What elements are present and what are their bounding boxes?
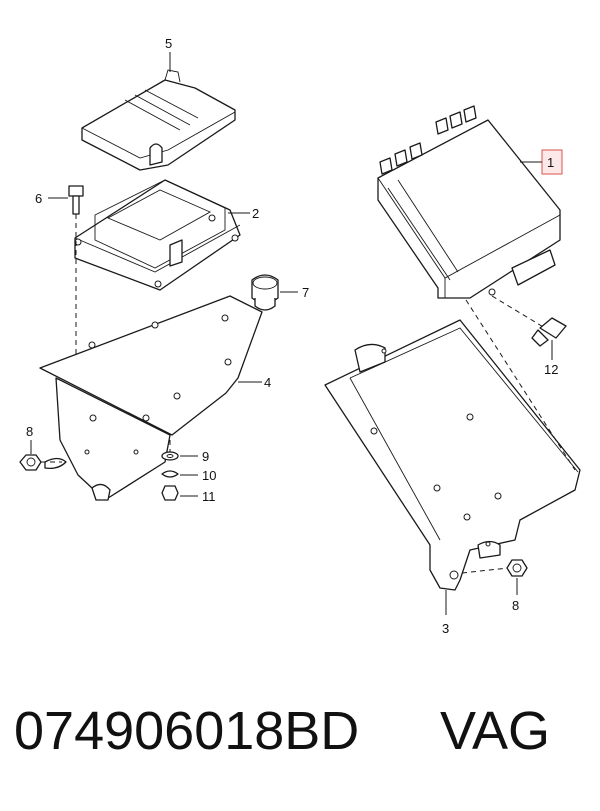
part-bracket-left xyxy=(39,295,263,501)
callout-1: 1 xyxy=(547,155,554,170)
callout-10: 10 xyxy=(202,468,216,483)
part-bracket-right xyxy=(324,299,581,615)
callout-2: 2 xyxy=(252,206,259,221)
part-washers-nut xyxy=(161,440,198,501)
callout-12: 12 xyxy=(544,362,558,377)
callout-6: 6 xyxy=(35,191,42,206)
callout-11: 11 xyxy=(202,489,216,504)
part-number: 074906018BD xyxy=(14,701,360,761)
part-nut-8b xyxy=(461,559,528,595)
part-bolt-6 xyxy=(48,185,84,380)
brand-label: VAG xyxy=(440,701,551,761)
callout-8-right: 8 xyxy=(512,598,519,613)
callout-3: 3 xyxy=(442,621,449,636)
part-nut-8a xyxy=(19,440,67,471)
part-housing xyxy=(74,179,250,291)
callout-9: 9 xyxy=(202,449,209,464)
part-screw-12 xyxy=(491,295,567,360)
callout-7: 7 xyxy=(302,285,309,300)
part-control-unit xyxy=(377,105,563,299)
parts-diagram: 5 6 2 7 4 8 9 10 11 1 12 8 3 xyxy=(19,36,581,636)
part-cover xyxy=(81,52,236,171)
callout-8-left: 8 xyxy=(26,424,33,439)
callout-5: 5 xyxy=(165,36,172,51)
callout-4: 4 xyxy=(264,375,271,390)
part-plug xyxy=(251,274,298,311)
